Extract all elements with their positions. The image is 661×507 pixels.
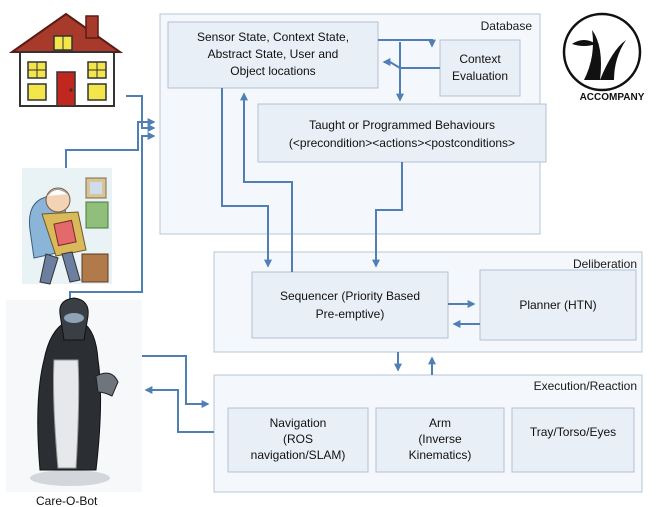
- logo-text: ACCOMPANY: [580, 92, 645, 103]
- planner-box: [479, 269, 637, 341]
- arrow-sequencer-to-sensor: [240, 92, 293, 272]
- tray-label: Tray/Torso/Eyes: [530, 425, 616, 439]
- execution-label: Execution/Reaction: [534, 379, 637, 393]
- elderly-person-icon: [22, 168, 112, 285]
- arrow-sensor-to-sequencer: [221, 88, 272, 268]
- arm-line-1: Arm: [429, 416, 451, 430]
- arrow-house-to-database: [126, 95, 156, 132]
- context-evaluation-line-1: Context: [459, 52, 501, 66]
- sequencer-line-1: Sequencer (Priority Based: [280, 289, 420, 303]
- sensor-state-line-2: Abstract State, User and: [208, 47, 339, 61]
- context-evaluation-line-2: Evaluation: [452, 69, 508, 83]
- behaviours-line-1: Taught or Programmed Behaviours: [309, 118, 495, 132]
- arrow-person-to-database: [65, 118, 156, 172]
- sequencer-line-2: Pre-emptive): [316, 307, 385, 321]
- arm-box: [375, 407, 505, 473]
- arm-line-3: Kinematics): [409, 448, 472, 462]
- sensor-state-line-3: Object locations: [230, 64, 315, 78]
- navigation-line-2: (ROS: [283, 432, 313, 446]
- database-label: Database: [481, 19, 533, 33]
- tray-box: [511, 407, 635, 473]
- accompany-logo-icon: [562, 12, 642, 92]
- navigation-box: [227, 407, 369, 473]
- deliberation-label: Deliberation: [573, 257, 637, 271]
- arrow-behaviours-to-sequencer: [372, 162, 403, 268]
- arrow-robot-to-database: [69, 132, 156, 300]
- arm-line-2: (Inverse: [418, 432, 462, 446]
- navigation-line-3: navigation/SLAM): [251, 448, 346, 462]
- behaviours-line-2: (<precondition><actions><postconditions>: [289, 136, 515, 150]
- context-evaluation-box: [439, 39, 521, 97]
- care-o-bot-robot-icon: [6, 297, 142, 492]
- planner-label: Planner (HTN): [519, 298, 596, 312]
- behaviours-box: [257, 103, 547, 163]
- arrow-sensor-to-context: [378, 39, 436, 48]
- house-icon: [8, 12, 124, 107]
- sequencer-box: [251, 271, 449, 339]
- sensor-state-line-1: Sensor State, Context State,: [197, 30, 349, 44]
- robot-caption: Care-O-Bot: [36, 494, 98, 507]
- arrow-execution-to-robot: [144, 386, 214, 433]
- arrow-context-to-sensor: [382, 58, 440, 69]
- navigation-line-1: Navigation: [270, 416, 327, 430]
- sensor-state-box: [167, 21, 379, 89]
- arrow-robot-to-execution: [140, 355, 210, 408]
